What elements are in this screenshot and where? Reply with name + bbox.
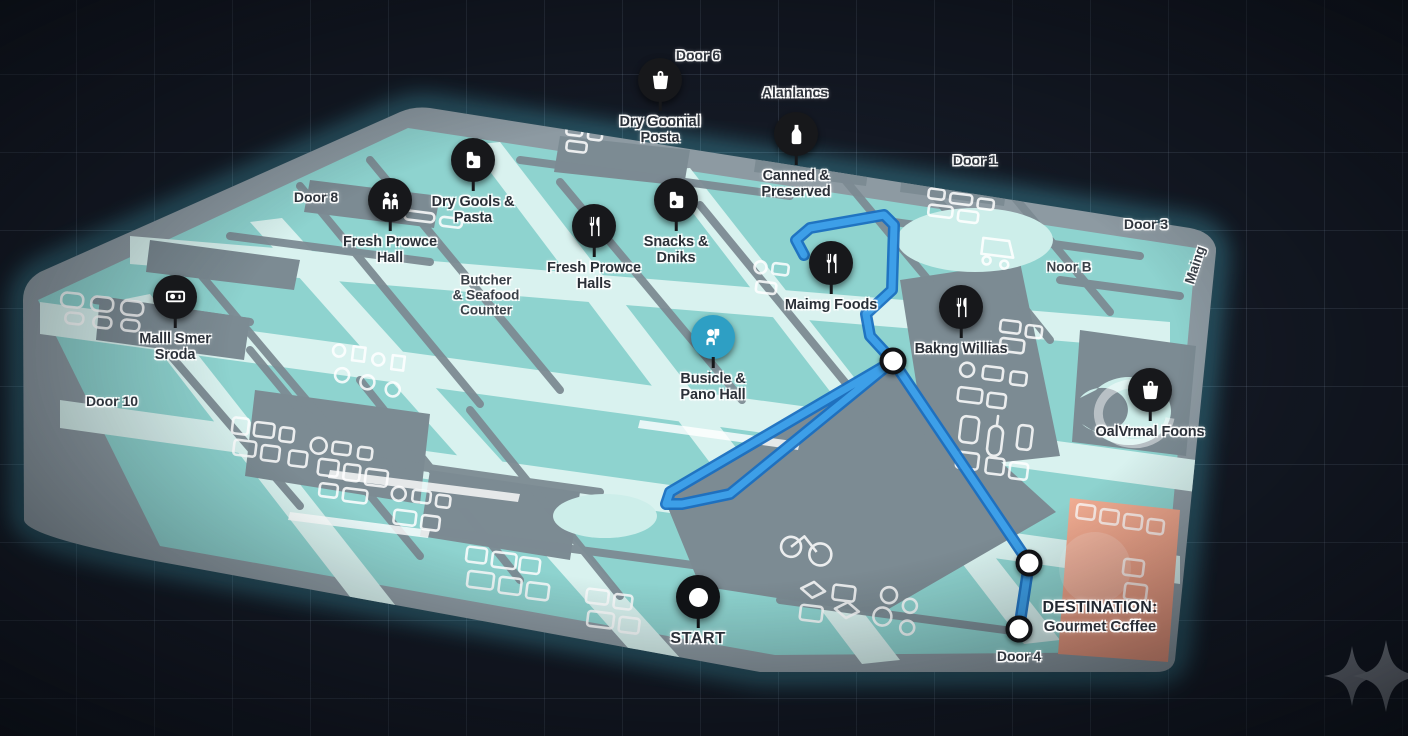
poi-snacks-drinks[interactable]: Snacks &Dniks <box>581 178 771 266</box>
poi-maing-foods[interactable]: Maimg Foods <box>736 241 926 313</box>
route-node-door4[interactable] <box>1005 615 1033 643</box>
route-node-central[interactable] <box>879 347 907 375</box>
cutlery-icon <box>939 285 983 329</box>
destination-label[interactable]: DESTINATION: Gourmet Ccffee <box>995 599 1205 635</box>
poi-label: Snacks &Dniks <box>643 234 709 267</box>
door-label-8: Door 8 <box>293 189 339 205</box>
cutlery-icon <box>572 204 616 248</box>
poi-label: Dry Gools &Pasta <box>431 194 515 227</box>
poi-baking-willias[interactable]: Bakng Willias <box>866 285 1056 357</box>
door-label-1: Door 1 <box>952 152 998 168</box>
door-label-6: Door 6 <box>675 47 721 63</box>
cutlery-icon <box>809 241 853 285</box>
poi-label: Canned &Preserved <box>761 168 831 201</box>
zone-label-noor-b: Noor B <box>1046 259 1092 275</box>
poi-label: Bakng Willias <box>914 341 1008 357</box>
door-label-3: Door 3 <box>1123 216 1169 232</box>
destination-name: Gourmet Ccffee <box>1043 618 1157 635</box>
basket-icon <box>638 58 682 102</box>
poi-butcher-pano-hall[interactable]: Busicle &Pano Hall <box>618 315 808 403</box>
bag-icon <box>451 138 495 182</box>
door-label-10: Door 10 <box>85 393 139 409</box>
people-icon <box>368 178 412 222</box>
zone-label-maing: Maing <box>1181 244 1209 286</box>
poi-label: Busicle &Pano Hall <box>680 371 746 404</box>
poi-label: Maimg Foods <box>784 297 878 313</box>
door-label-4: Door 4 <box>996 648 1042 664</box>
poi-dry-goods-pasta[interactable]: Dry Gools &Pasta <box>378 138 568 226</box>
info-icon <box>691 315 735 359</box>
entrance-label: Alanlancs <box>761 84 829 100</box>
start-marker[interactable]: START <box>628 575 768 648</box>
basket-icon <box>1128 368 1172 412</box>
start-label: START <box>670 630 726 647</box>
destination-title: DESTINATION: <box>1042 599 1158 616</box>
sewing-icon <box>153 275 197 319</box>
poi-label: OalVrmal Foons <box>1095 424 1205 440</box>
route-node-south[interactable] <box>1015 549 1043 577</box>
bag-icon <box>654 178 698 222</box>
poi-oatvrmal-foons[interactable]: OalVrmal Foons <box>1055 368 1245 440</box>
start-dot-icon <box>676 575 720 619</box>
poi-canned-preserved[interactable]: Canned &Preserved <box>701 112 891 200</box>
bottle-icon <box>774 112 818 156</box>
